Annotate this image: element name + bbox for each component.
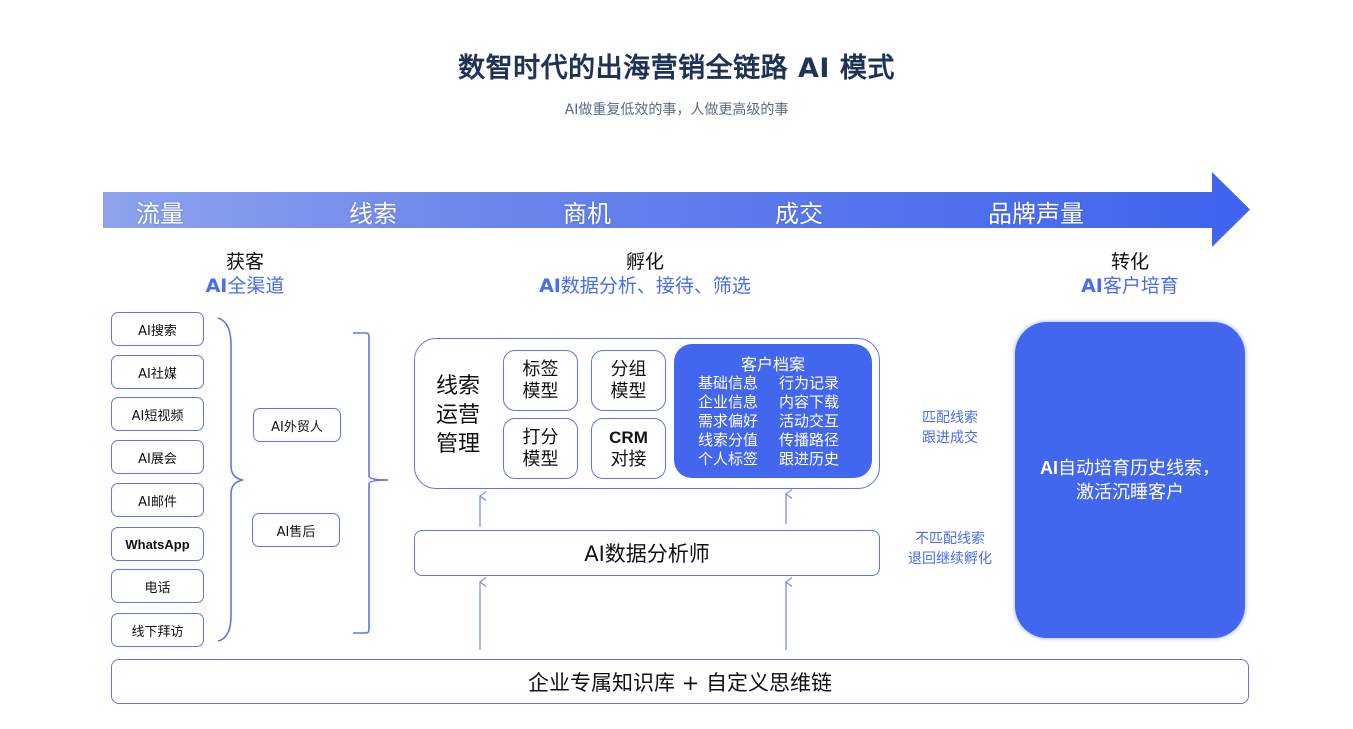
- channel-whatsapp: WhatsApp: [111, 527, 204, 561]
- profile-field: 企业信息: [698, 393, 759, 411]
- ai-prefix: AI: [1081, 275, 1103, 297]
- profile-field: 基础信息: [698, 374, 759, 392]
- column-convert-subtitle: AI客户培育: [1040, 274, 1220, 298]
- stage-brand-voice: 品牌声量: [988, 200, 1084, 228]
- agents-brace: [353, 332, 389, 634]
- lead-management-label: 线索 运营 管理: [430, 372, 486, 459]
- stage-deal: 成交: [775, 200, 823, 228]
- channel-phone: 电话: [111, 569, 204, 603]
- column-acquire-subtitle-text: 全渠道: [227, 275, 285, 297]
- model-group-line2: 模型: [610, 380, 647, 402]
- note-unmatched-line: 退回继续孵化: [908, 551, 992, 567]
- agent-ai-aftersales: AI售后: [252, 513, 340, 547]
- column-incubate-subtitle-text: 数据分析、接待、筛选: [560, 275, 751, 297]
- model-tag-line2: 模型: [522, 380, 559, 402]
- column-convert-subtitle-text: 客户培育: [1102, 275, 1179, 297]
- customer-profile-fields: 基础信息 行为记录 企业信息 内容下载 需求偏好 活动交互 线索分值 传播路径 …: [674, 374, 872, 469]
- channel-offline-visit: 线下拜访: [111, 613, 204, 647]
- model-score-line1: 打分: [522, 426, 559, 448]
- column-acquire-subtitle: AI全渠道: [160, 274, 330, 298]
- channel-ai-social: AI社媒: [111, 355, 204, 389]
- stage-opportunity: 商机: [563, 200, 611, 228]
- stage-leads: 线索: [349, 200, 397, 228]
- profile-field: 内容下载: [779, 393, 840, 411]
- nurture-line1: AI自动培育历史线索，: [1015, 456, 1245, 481]
- ai-prefix: AI: [205, 275, 228, 297]
- stage-traffic: 流量: [136, 200, 184, 228]
- column-incubate-subtitle: AI数据分析、接待、筛选: [470, 274, 820, 298]
- column-incubate-header: 孵化 AI数据分析、接待、筛选: [470, 250, 820, 298]
- funnel-stage-arrow: [103, 172, 1250, 247]
- lead-management-label-line: 线索: [435, 374, 480, 399]
- channel-ai-search: AI搜索: [111, 312, 204, 346]
- model-crm-line2: 对接: [610, 448, 647, 470]
- page-title: 数智时代的出海营销全链路 AI 模式: [458, 53, 895, 84]
- channels-brace: [217, 317, 244, 642]
- profile-field: 跟进历史: [779, 450, 840, 468]
- model-crm: CRM 对接: [591, 418, 666, 479]
- column-acquire-header: 获客 AI全渠道: [160, 250, 330, 298]
- column-acquire-title: 获客: [225, 251, 264, 273]
- column-incubate-title: 孵化: [625, 251, 664, 273]
- model-tag: 标签 模型: [503, 350, 578, 411]
- ai-prefix: AI: [539, 275, 561, 297]
- nurture-line2: 激活沉睡客户: [1076, 482, 1184, 503]
- lead-management-label-line: 运营: [435, 403, 480, 428]
- note-unmatched-line: 不匹配线索: [915, 531, 985, 547]
- profile-field: 线索分值: [698, 431, 759, 449]
- model-crm-line1: CRM: [609, 427, 648, 447]
- model-score-line2: 模型: [522, 448, 559, 470]
- channel-ai-expo: AI展会: [111, 440, 204, 474]
- customer-profile-card: 客户档案 基础信息 行为记录 企业信息 内容下载 需求偏好 活动交互 线索分值 …: [674, 344, 872, 478]
- column-convert-header: 转化 AI客户培育: [1040, 250, 1220, 298]
- model-tag-line1: 标签: [522, 358, 559, 380]
- profile-field: 个人标签: [698, 450, 759, 468]
- note-matched-line: 匹配线索: [922, 410, 978, 426]
- nurture-line1-text: 自动培育历史线索，: [1058, 458, 1220, 479]
- channel-ai-short-video: AI短视频: [111, 397, 204, 431]
- page-subtitle: AI做重复低效的事，人做更高级的事: [564, 102, 789, 118]
- note-matched: 匹配线索 跟进成交: [905, 408, 995, 448]
- knowledge-base-bar: 企业专属知识库 + 自定义思维链: [111, 659, 1249, 704]
- channel-ai-email: AI邮件: [111, 483, 204, 517]
- note-matched-line: 跟进成交: [922, 430, 978, 446]
- ai-data-analyst: AI数据分析师: [414, 530, 880, 576]
- customer-profile-title: 客户档案: [740, 355, 805, 374]
- lead-management-label-line: 管理: [435, 432, 480, 457]
- profile-field: 传播路径: [779, 431, 840, 449]
- ai-prefix: AI: [1040, 458, 1058, 478]
- ai-nurture-card: AI自动培育历史线索， 激活沉睡客户: [1015, 322, 1245, 638]
- profile-field: 需求偏好: [698, 412, 759, 430]
- agent-ai-trade: AI外贸人: [253, 408, 341, 442]
- column-convert-title: 转化: [1110, 251, 1149, 273]
- note-unmatched: 不匹配线索 退回继续孵化: [896, 529, 1004, 569]
- model-score: 打分 模型: [503, 418, 578, 479]
- profile-field: 行为记录: [779, 374, 840, 392]
- model-group: 分组 模型: [591, 350, 666, 411]
- profile-field: 活动交互: [779, 412, 840, 430]
- model-group-line1: 分组: [610, 358, 647, 380]
